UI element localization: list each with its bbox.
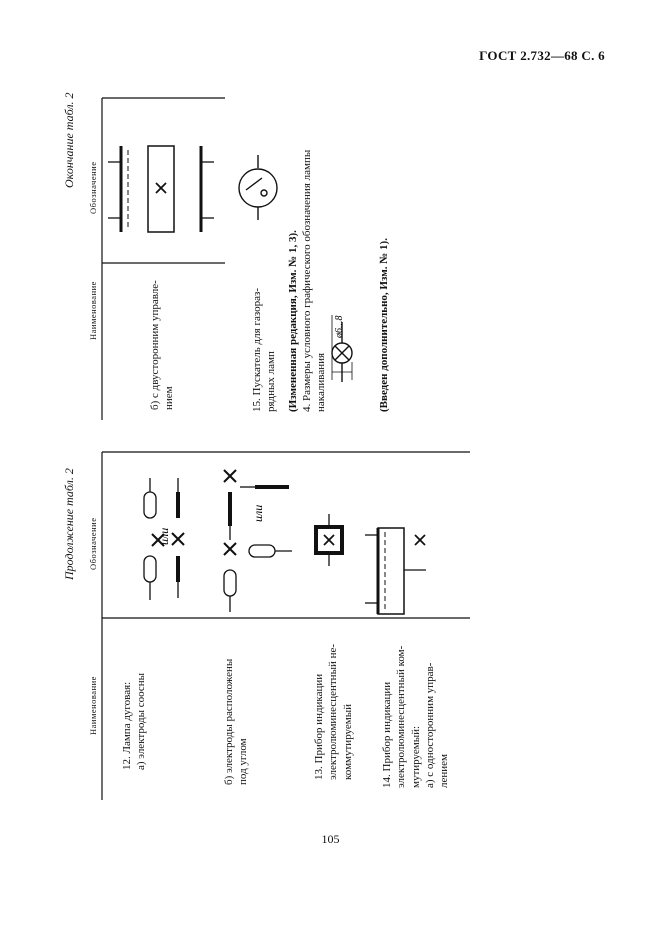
cross-icon: [414, 534, 426, 546]
el-indicator-symbol: [314, 514, 344, 566]
bimetal-dot-icon: [260, 189, 268, 197]
el-indicator-oneside-symbol: [365, 527, 426, 615]
starter-symbol: [238, 155, 278, 220]
incandescent-lamp-symbol: [331, 315, 353, 382]
or-label: или: [251, 505, 265, 522]
dimension-label: ø6...8: [334, 316, 345, 340]
el-indicator-twoside-symbol: [108, 145, 214, 233]
page-number: 105: [321, 832, 340, 846]
cross-icon: [334, 345, 350, 361]
electrode-icon: [223, 569, 237, 597]
cross-icon: [223, 542, 237, 556]
cross-icon: [151, 533, 165, 547]
cross-icon: [323, 534, 335, 546]
indicator-frame-icon: [147, 145, 175, 233]
electrode-icon: [248, 544, 276, 558]
cross-icon: [155, 182, 167, 194]
arc-lamp-angled-symbol: [223, 469, 292, 612]
or-label: или: [157, 528, 171, 545]
cross-icon: [223, 469, 237, 483]
cross-icon: [171, 532, 185, 546]
electrode-icon: [143, 555, 157, 583]
starter-circle-icon: [238, 168, 278, 208]
indicator-frame-icon: [377, 527, 405, 615]
switch-contact-icon: [245, 177, 263, 191]
electrode-icon: [143, 491, 157, 519]
document-header: ГОСТ 2.732—68 С. 6: [479, 48, 605, 63]
arc-lamp-coaxial-symbol: [143, 478, 185, 600]
